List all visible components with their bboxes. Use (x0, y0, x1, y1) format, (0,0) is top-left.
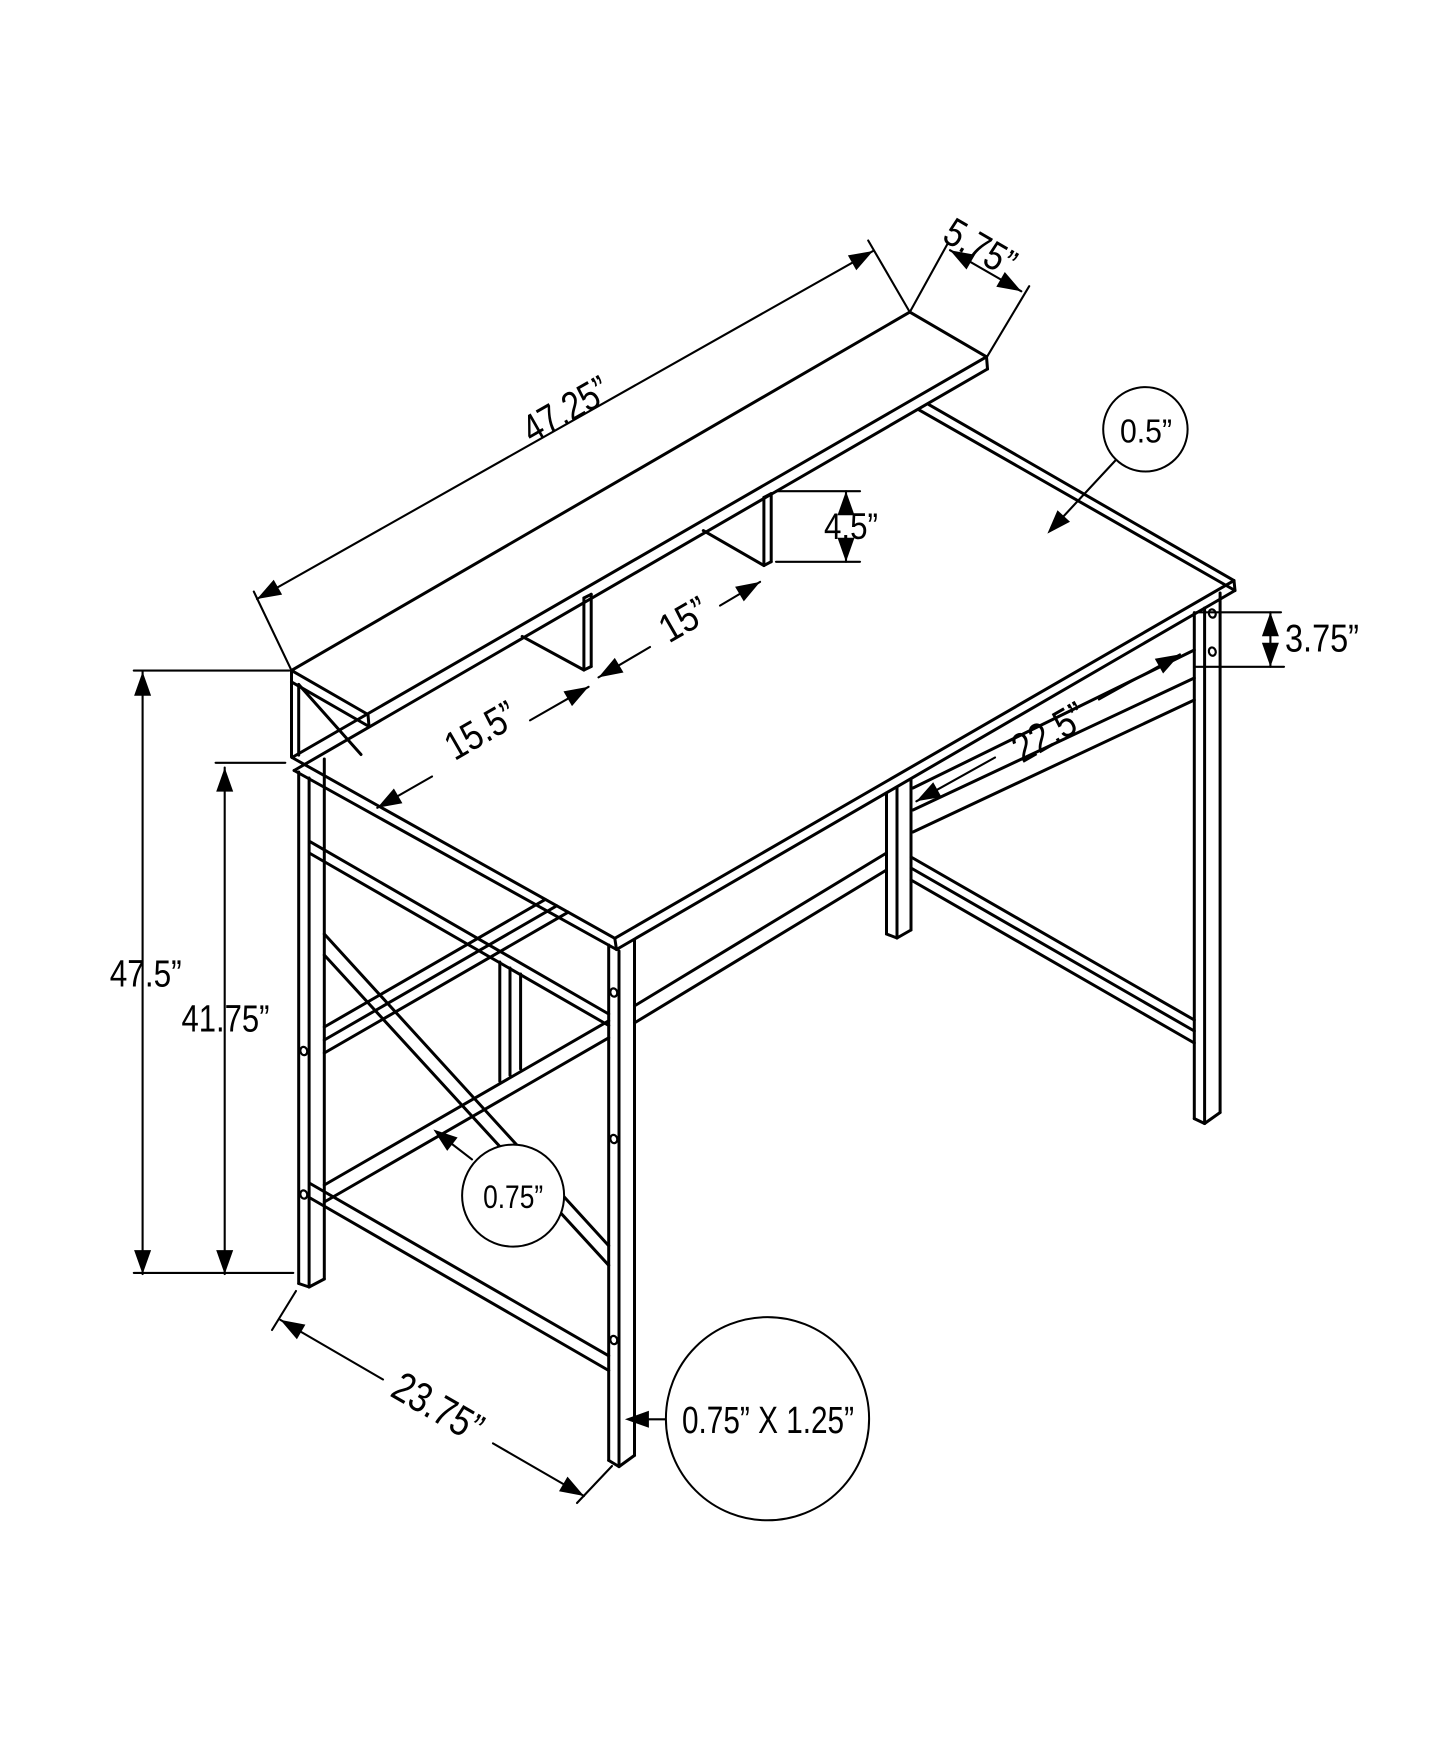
svg-text:3.75”: 3.75” (1285, 618, 1359, 661)
svg-text:4.5”: 4.5” (824, 506, 878, 547)
svg-text:41.75”: 41.75” (182, 999, 270, 1041)
svg-text:47.5”: 47.5” (110, 953, 182, 995)
svg-text:0.5”: 0.5” (1120, 413, 1172, 450)
svg-text:0.75”: 0.75” (483, 1179, 543, 1215)
svg-text:0.75” X 1.25”: 0.75” X 1.25” (682, 1400, 854, 1442)
